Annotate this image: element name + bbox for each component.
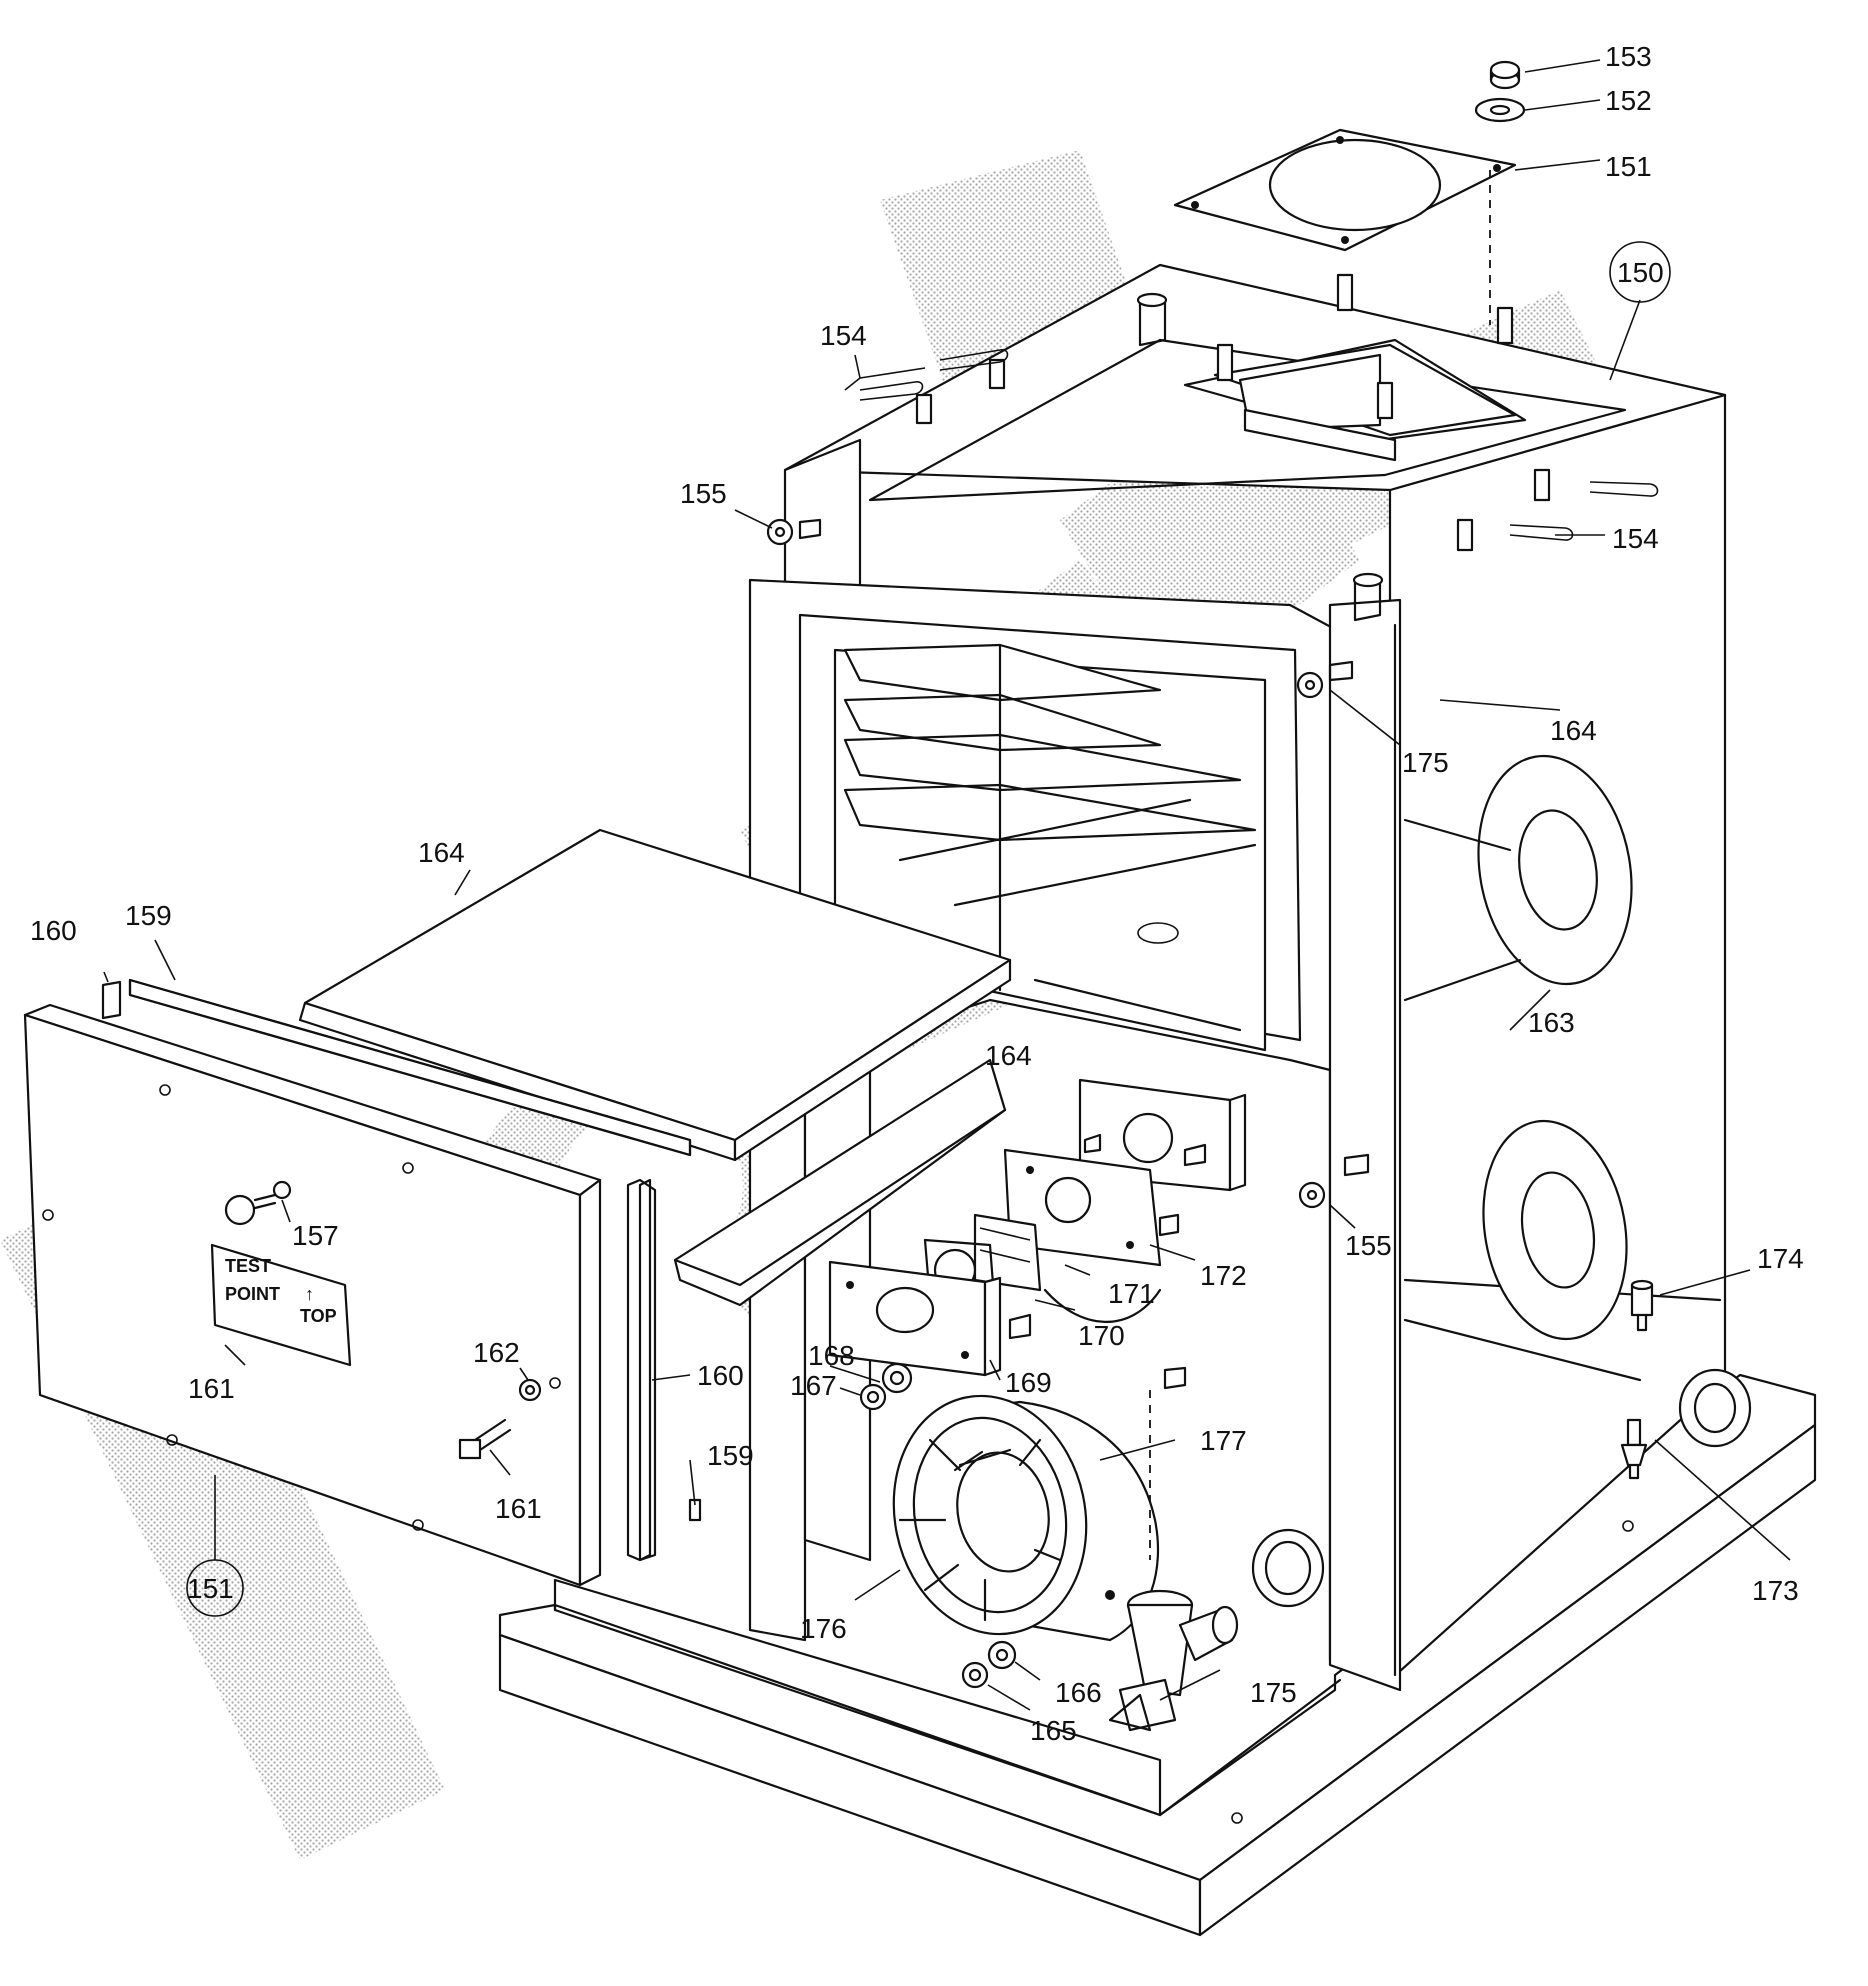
label-172: 172 — [1200, 1260, 1247, 1291]
callout-circle-151 — [186, 1559, 244, 1617]
drain-plug-173 — [1620, 1418, 1648, 1480]
label-168: 168 — [808, 1340, 855, 1371]
top-studs — [915, 273, 1551, 622]
label-174: 174 — [1757, 1243, 1804, 1274]
drain-valve-175 — [1108, 1589, 1239, 1732]
washer-166 — [987, 1640, 1017, 1670]
nut-165 — [961, 1661, 989, 1689]
label-164-mid: 164 — [985, 1040, 1032, 1071]
gasket-strips — [101, 978, 702, 1562]
plate-text-line2: POINT — [225, 1284, 280, 1304]
label-151-bottom: 151 — [187, 1573, 234, 1604]
label-155-mid: 155 — [1345, 1230, 1392, 1261]
nut-167 — [859, 1383, 887, 1411]
washer-152 — [1474, 97, 1526, 123]
inspection-plate-172 — [1078, 1078, 1247, 1192]
label-164-panel: 164 — [418, 837, 465, 868]
label-166: 166 — [1055, 1677, 1102, 1708]
label-154-right: 154 — [1612, 523, 1659, 554]
label-153: 153 — [1605, 41, 1652, 72]
window-studs — [1008, 1213, 1187, 1390]
label-177: 177 — [1200, 1425, 1247, 1456]
gasket-plate-171 — [1003, 1148, 1162, 1267]
label-170: 170 — [1078, 1320, 1125, 1351]
label-159-top: 159 — [125, 900, 172, 931]
window-frame-169 — [828, 1260, 1002, 1377]
pipe-socket-lower — [1251, 1528, 1325, 1608]
label-175-top: 175 — [1402, 747, 1449, 778]
glass-170 — [973, 1213, 1042, 1292]
plate-text-top: TOP — [300, 1306, 337, 1326]
label-160-top: 160 — [30, 915, 77, 946]
label-151-top: 151 — [1605, 151, 1652, 182]
label-165: 165 — [1030, 1715, 1077, 1746]
leader-lines — [103, 59, 1791, 1711]
label-159-side: 159 — [707, 1440, 754, 1471]
screw-161 — [458, 1378, 542, 1460]
label-154-left: 154 — [820, 320, 867, 351]
pipe-socket-side — [1678, 1368, 1752, 1448]
label-164-right: 164 — [1550, 715, 1597, 746]
test-point-plate: TEST POINT ↑ TOP — [210, 1243, 352, 1367]
front-washers — [766, 518, 1370, 1209]
part-labels: 153 152 151 150 154 154 155 175 164 164 … — [30, 41, 1804, 1746]
label-162: 162 — [473, 1337, 520, 1368]
plate-text-arrow: ↑ — [305, 1284, 314, 1304]
label-150: 150 — [1617, 257, 1664, 288]
label-173: 173 — [1752, 1575, 1799, 1606]
label-167: 167 — [790, 1370, 837, 1401]
label-176: 176 — [800, 1613, 847, 1644]
label-175-bottom: 175 — [1250, 1677, 1297, 1708]
sensor-pocket-174 — [1630, 1279, 1654, 1332]
burner-flange-176 — [892, 1394, 1088, 1636]
label-157: 157 — [292, 1220, 339, 1251]
side-panel-openings — [1403, 754, 1633, 1341]
label-161-screw: 161 — [495, 1493, 542, 1524]
nut-153 — [1489, 60, 1521, 90]
flue-gasket-top — [1173, 128, 1517, 252]
label-152: 152 — [1605, 85, 1652, 116]
plate-text-line1: TEST — [225, 1256, 271, 1276]
washer-168 — [881, 1362, 913, 1394]
callout-circle-150 — [1609, 241, 1671, 303]
label-155-top: 155 — [680, 478, 727, 509]
label-163: 163 — [1528, 1007, 1575, 1038]
label-160-side: 160 — [697, 1360, 744, 1391]
label-161-plate: 161 — [188, 1373, 235, 1404]
label-171: 171 — [1108, 1278, 1155, 1309]
label-169: 169 — [1005, 1367, 1052, 1398]
screw-157 — [224, 1180, 292, 1226]
